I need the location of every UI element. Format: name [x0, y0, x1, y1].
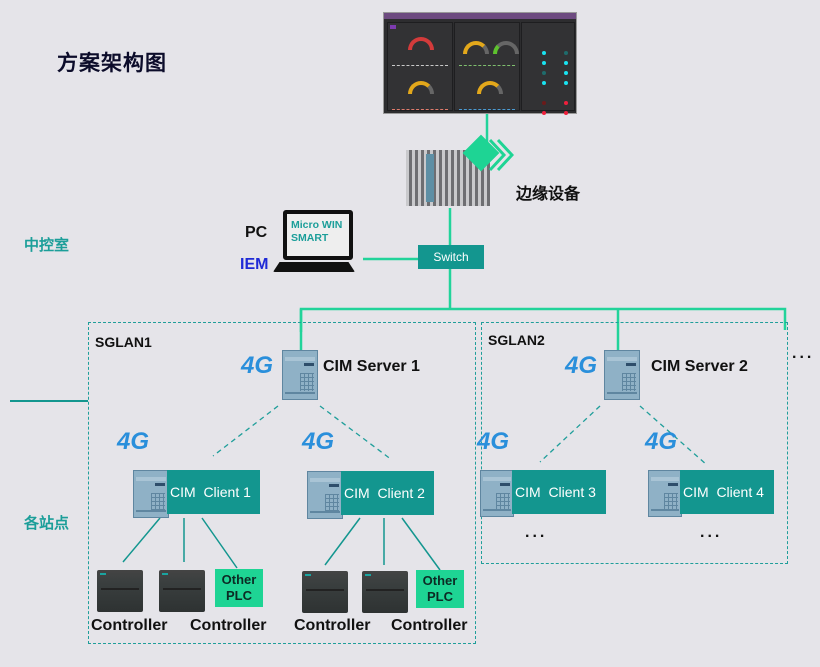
controller-device-icon: [302, 571, 348, 613]
zone-label-control-room: 中控室: [24, 236, 70, 254]
controller-device-icon: [362, 571, 408, 613]
4g-icon: 4G: [477, 428, 510, 455]
iem-label: IEM: [240, 256, 269, 273]
4g-icon: 4G: [645, 428, 678, 455]
dashboard-panel: [387, 22, 453, 111]
chevron-right-icon: [488, 138, 514, 172]
cim-client-node: CIM Client 4: [680, 470, 774, 514]
other-plc-node: Other PLC: [416, 570, 464, 608]
lan-label: SGLAN2: [488, 332, 545, 348]
other-plc-node: Other PLC: [215, 569, 263, 607]
controller-device-icon: [97, 570, 143, 612]
4g-icon: 4G: [302, 428, 335, 455]
4g-icon: 4G: [565, 352, 598, 379]
page-title: 方案架构图: [57, 51, 167, 75]
cim-client-node: CIM Client 1: [167, 470, 260, 514]
cim-server-label: CIM Server 1: [323, 358, 420, 375]
controller-label: Controller: [190, 617, 267, 634]
controller-label: Controller: [91, 617, 168, 634]
cim-server-device-icon: [282, 350, 318, 400]
more-controllers-ellipsis: ...: [700, 524, 723, 541]
pc-label: PC: [245, 224, 268, 241]
cim-client-device-icon: [133, 470, 169, 518]
dashboard-panel: [454, 22, 520, 111]
lan-box-sglan1: [88, 322, 476, 644]
cim-server-label: CIM Server 2: [651, 358, 748, 375]
dashboard-screenshot: [383, 12, 577, 115]
more-controllers-ellipsis: ...: [525, 524, 548, 541]
screen-text-line2: SMART: [291, 232, 329, 244]
lan-label: SGLAN1: [95, 334, 152, 350]
4g-icon: 4G: [241, 352, 274, 379]
zone-label-stations: 各站点: [24, 514, 70, 532]
laptop-icon: Micro WIN SMART: [283, 210, 353, 260]
cim-client-device-icon: [307, 471, 343, 519]
controller-device-icon: [159, 570, 205, 612]
4g-icon: 4G: [117, 428, 150, 455]
edge-device-label: 边缘设备: [516, 184, 581, 203]
dashboard-status-panel: [521, 22, 575, 115]
controller-label: Controller: [294, 617, 371, 634]
lan-box-sglan2: [481, 322, 788, 564]
cim-server-device-icon: [604, 350, 640, 400]
more-lans-ellipsis: ...: [792, 345, 815, 362]
switch-node: Switch: [418, 245, 484, 269]
cim-client-device-icon: [648, 470, 682, 517]
laptop-base-icon: [273, 262, 355, 272]
cim-client-device-icon: [480, 470, 514, 517]
cim-client-node: CIM Client 2: [341, 471, 434, 515]
controller-label: Controller: [391, 617, 468, 634]
screen-text-line1: Micro WIN: [291, 219, 343, 231]
cim-client-node: CIM Client 3: [512, 470, 606, 514]
